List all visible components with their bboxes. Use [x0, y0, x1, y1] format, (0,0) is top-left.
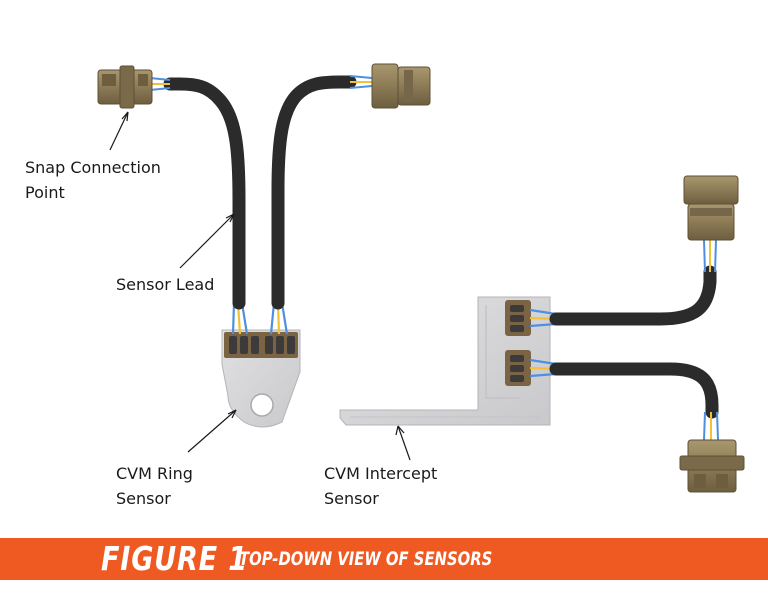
label-cvm-ring-sensor: CVM Ring Sensor: [116, 461, 193, 511]
arrow-icon: [109, 111, 411, 461]
label-ring-line1: CVM Ring: [116, 464, 193, 483]
label-snap-line2: Point: [25, 183, 65, 202]
cvm-ring-sensor: [221, 329, 301, 428]
label-intercept-line2: Sensor: [324, 489, 379, 508]
label-snap-line1: Snap Connection: [25, 158, 161, 177]
sensor-diagram: [97, 63, 745, 493]
arrow-snap: [109, 111, 129, 151]
connector-plug-icon-right: [683, 175, 739, 273]
label-snap-connection-point: Snap Connection Point: [25, 155, 161, 205]
intercept-cable-lower: [549, 362, 719, 419]
label-sensor-lead: Sensor Lead: [116, 272, 214, 297]
label-sensor-lead-text: Sensor Lead: [116, 275, 215, 294]
arrow-ring: [187, 409, 237, 453]
snap-connector-icon-right: [679, 411, 745, 493]
connector-plug-icon: [349, 63, 431, 109]
arrow-ring-head: [227, 409, 237, 419]
arrow-intercept-head: [395, 425, 405, 436]
arrow-intercept: [397, 425, 411, 461]
figure-caption: TOP-DOWN VIEW OF SENSORS: [239, 548, 493, 570]
label-ring-line2: Sensor: [116, 489, 171, 508]
figure-caption-banner: FIGURE 1 TOP-DOWN VIEW OF SENSORS: [0, 538, 768, 580]
sensor-lead-cable: [163, 77, 246, 310]
snap-connector-icon: [97, 65, 171, 109]
label-cvm-intercept-sensor: CVM Intercept Sensor: [324, 461, 437, 511]
arrow-lead: [179, 213, 235, 269]
cvm-intercept-sensor: [339, 296, 551, 426]
ring-sensor-hole: [250, 393, 274, 417]
arrow-snap-head: [121, 111, 129, 122]
figure-number: FIGURE 1: [101, 539, 248, 578]
label-intercept-line1: CVM Intercept: [324, 464, 438, 483]
intercept-cable-upper: [549, 265, 717, 326]
sensor-lead-cable-2: [271, 75, 357, 310]
arrow-lead-head: [225, 213, 235, 223]
